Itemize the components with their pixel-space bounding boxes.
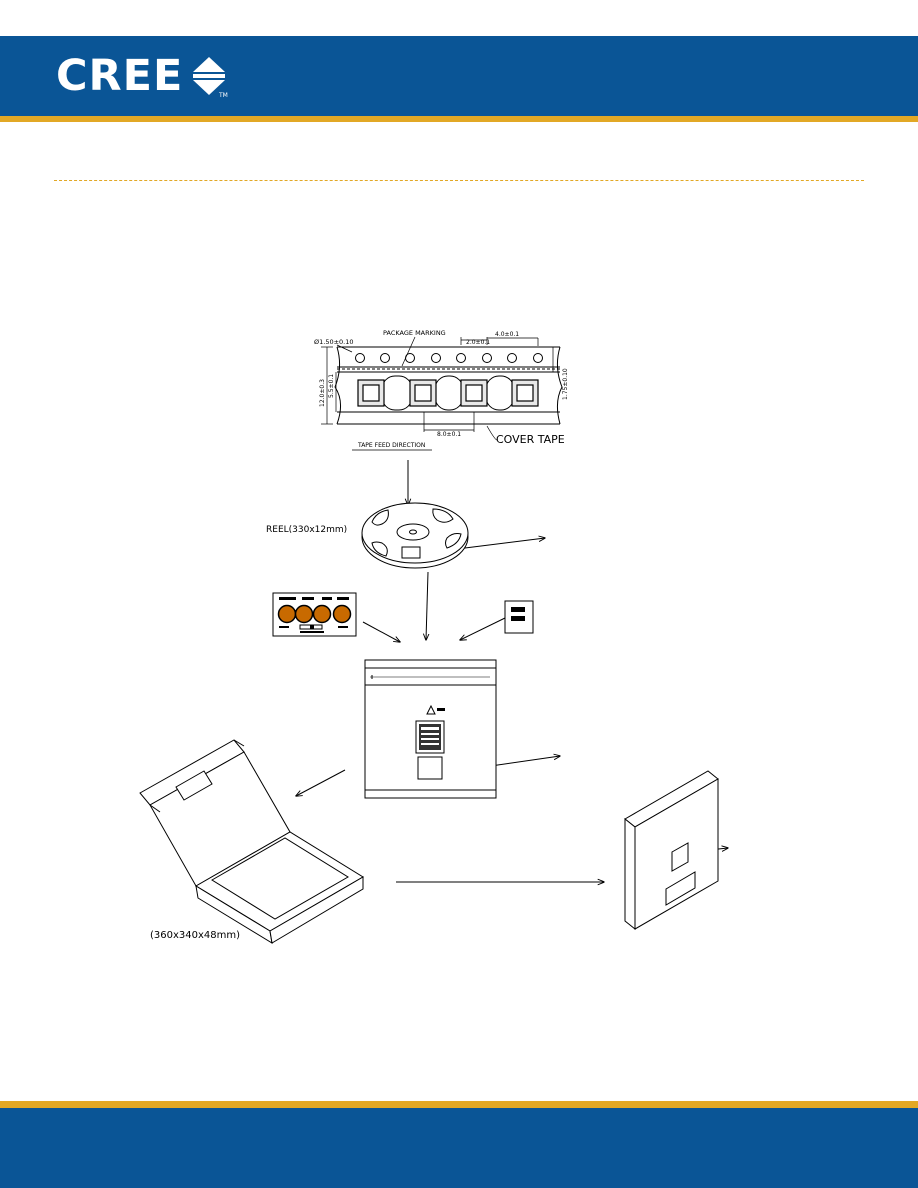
reel-size-label: REEL(330x12mm): [266, 525, 347, 535]
tape-edge-dim: 1.75±0.10: [562, 368, 569, 400]
tape-led-components: [357, 379, 539, 407]
sprocket-hole: [507, 353, 517, 363]
logo-wordmark: CREE: [56, 51, 184, 101]
sprocket-hole: [482, 353, 492, 363]
carrier-tape: [334, 346, 563, 425]
header-band: [0, 36, 918, 116]
reel-label: [401, 546, 421, 559]
sprocket-hole: [456, 353, 466, 363]
arrow-desiccant-to-bag: [362, 621, 400, 642]
section-divider: [54, 180, 864, 181]
tape-inner-dim: 5.5±0.1: [328, 374, 335, 398]
cover-tape-label: COVER TAPE: [496, 433, 565, 446]
carton-label-bottom: [665, 871, 696, 906]
arrow-bag-to-box: [296, 769, 346, 796]
reel: [361, 502, 469, 569]
sprocket-hole: [380, 353, 390, 363]
sprocket-hole: [533, 353, 543, 363]
hole-diameter-dim: Ø1.50±0.10: [314, 338, 354, 346]
footer-band: [0, 1108, 918, 1188]
empty-pocket: [381, 375, 413, 411]
empty-pocket: [485, 375, 515, 411]
sprocket-hole: [431, 353, 441, 363]
bag-label: [417, 756, 443, 780]
trademark-mark: TM: [218, 92, 228, 98]
footer-accent-stripe: [0, 1101, 918, 1108]
pitch-dim-a: 2.0±0.1: [466, 339, 490, 346]
open-shipping-box: [139, 739, 364, 944]
desiccant-pack: [504, 600, 534, 634]
pocket-pitch-dim: 8.0±0.1: [437, 431, 461, 438]
shipping-carton: [624, 770, 719, 931]
empty-pocket: [434, 375, 464, 411]
tape-width-dim: 12.0±0.3: [319, 379, 326, 407]
arrow-card-to-bag: [460, 617, 506, 640]
cree-chevron-icon: TM: [193, 57, 228, 98]
tape-feed-direction-label: TAPE FEED DIRECTION: [357, 442, 425, 449]
header-accent-stripe: [0, 116, 918, 122]
carton-label-top: [671, 842, 689, 872]
cree-logo: CREE TM: [56, 54, 229, 98]
pitch-dim-b: 4.0±0.1: [495, 331, 519, 338]
sprocket-hole: [355, 353, 365, 363]
humidity-indicator-card: [272, 592, 357, 637]
package-marking-label: PACKAGE MARKING: [383, 329, 446, 337]
arrow-reel-to-bag: [426, 571, 428, 640]
tape-dimension-lines: [321, 336, 554, 451]
moisture-barrier-bag: [364, 659, 497, 799]
box-size-label: (360x340x48mm): [150, 930, 240, 941]
